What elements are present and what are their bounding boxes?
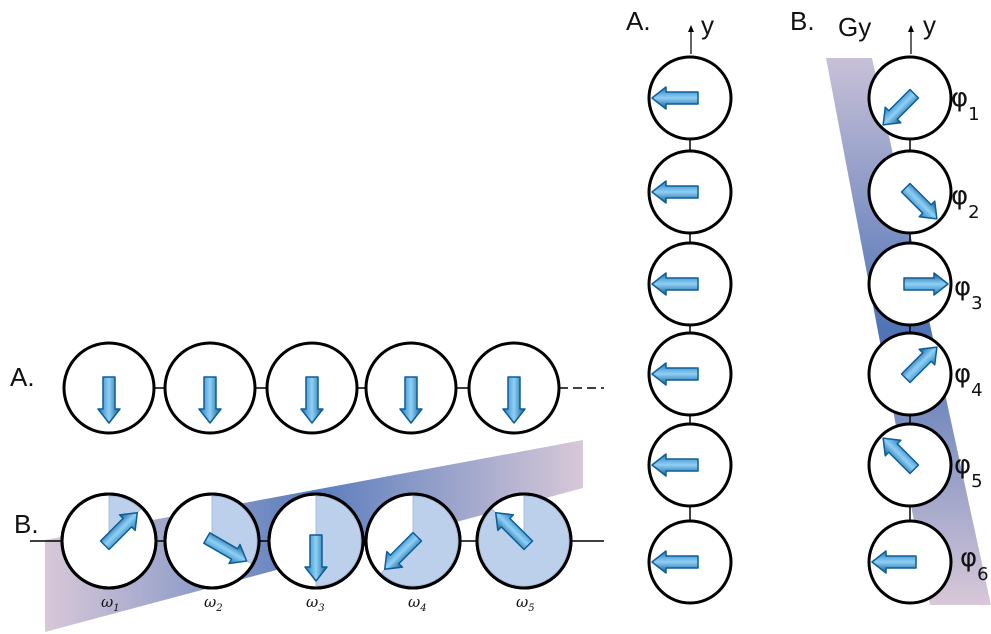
spin-arrow	[198, 376, 222, 424]
spin-arrow	[900, 346, 938, 384]
spin-circle-outline	[163, 492, 261, 590]
omega-label-4: ω4	[408, 593, 427, 614]
phi-label-6: φ6	[960, 543, 989, 585]
spin-circle-outline	[475, 492, 573, 590]
panel-label-h-a: A.	[10, 362, 35, 392]
spin-arrow	[651, 453, 699, 477]
y-axis-a	[688, 25, 694, 54]
spin-chain-vertical-b	[867, 55, 953, 605]
svg-text:φ6: φ6	[960, 543, 989, 585]
spin-arrow	[97, 376, 121, 424]
y-axis-label-b: y	[923, 10, 936, 40]
spin-chain-horizontal-a	[62, 341, 604, 435]
panel-label-h-b: B.	[14, 509, 39, 539]
spin-arrow	[882, 88, 920, 126]
spin-arrow	[871, 550, 917, 574]
spin-arrow	[304, 534, 328, 582]
y-axis-b	[908, 25, 914, 54]
spin-arrow	[651, 362, 699, 386]
spin-arrow	[300, 376, 324, 424]
omega-label-1: ω1	[101, 593, 120, 614]
svg-text:ω5: ω5	[516, 593, 535, 614]
spin-arrow	[99, 511, 139, 551]
spin-arrow	[494, 511, 534, 551]
omega-label-5: ω5	[516, 593, 535, 614]
phi-label-5: φ5	[954, 450, 983, 492]
spin-circle-outline	[364, 492, 462, 590]
phi-label-2: φ2	[951, 181, 980, 223]
y-axis-label-a: y	[701, 10, 714, 40]
svg-text:ω4: ω4	[408, 593, 427, 614]
omega-label-2: ω2	[204, 593, 223, 614]
spin-chain-horizontal-b	[30, 492, 604, 590]
spin-circle-outline	[60, 492, 158, 590]
spin-circle-outline	[267, 492, 365, 590]
svg-text:φ1: φ1	[951, 83, 980, 125]
svg-text:φ3: φ3	[954, 272, 983, 314]
spin-arrow	[399, 376, 423, 424]
phi-label-4: φ4	[954, 359, 983, 401]
spin-arrow	[383, 531, 423, 571]
spin-arrow	[502, 376, 526, 424]
phi-label-1: φ1	[951, 83, 980, 125]
svg-text:ω3: ω3	[306, 593, 325, 614]
panel-label-v-a: A.	[626, 6, 651, 36]
omega-label-3: ω3	[306, 593, 325, 614]
spin-arrow	[903, 272, 949, 296]
spin-arrow	[651, 550, 699, 574]
svg-text:φ5: φ5	[954, 450, 983, 492]
spin-arrow	[203, 532, 248, 565]
spin-arrow	[882, 437, 920, 475]
svg-text:ω1: ω1	[101, 593, 120, 614]
gradient-label: Gy	[838, 12, 871, 42]
svg-text:φ2: φ2	[951, 181, 980, 223]
spin-arrow	[900, 182, 938, 220]
svg-text:φ4: φ4	[954, 359, 983, 401]
svg-text:ω2: ω2	[204, 593, 223, 614]
spin-arrow	[651, 272, 699, 296]
phi-label-3: φ3	[954, 272, 983, 314]
precession-wedge	[315, 495, 362, 587]
spin-chain-vertical-a	[647, 55, 733, 605]
panel-label-v-b: B.	[790, 6, 815, 36]
spin-arrow	[651, 180, 699, 204]
spin-arrow	[651, 86, 699, 110]
